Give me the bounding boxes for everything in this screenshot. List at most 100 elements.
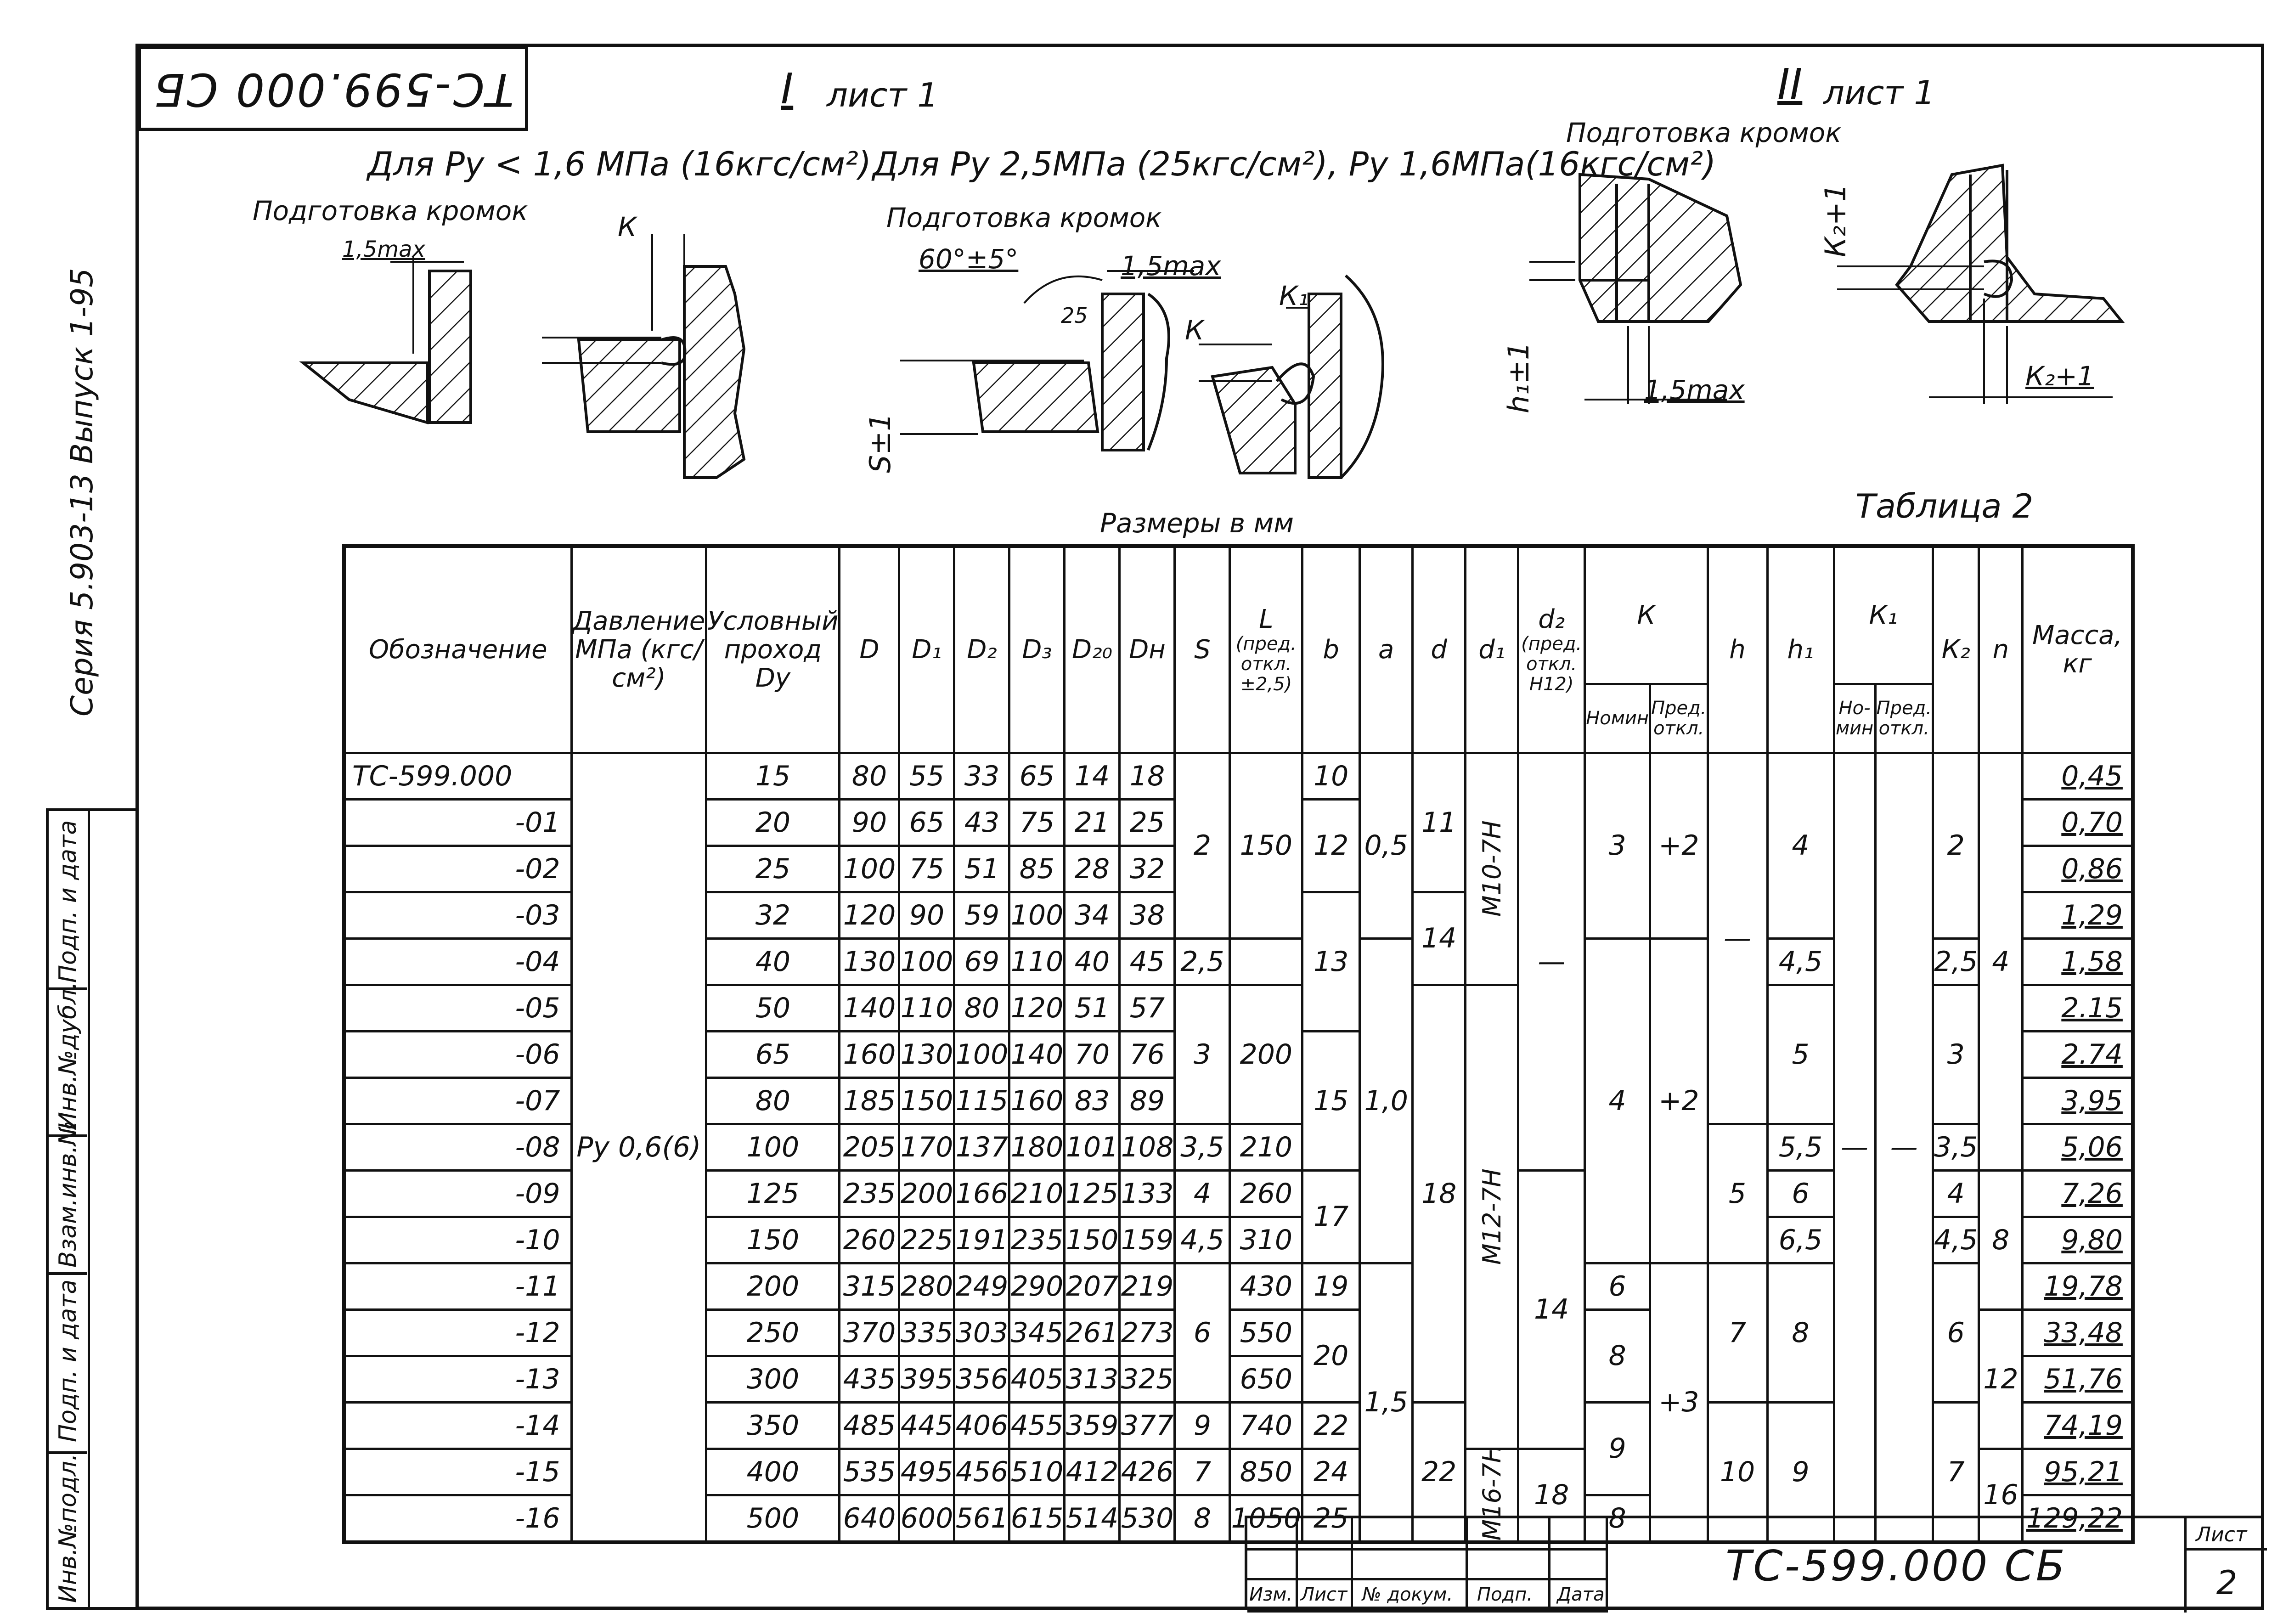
cell-DH: 530 bbox=[1118, 1494, 1176, 1543]
cell-designation: -15 bbox=[343, 1447, 573, 1496]
cell-dy: 300 bbox=[705, 1354, 841, 1404]
cell-D3: 345 bbox=[1008, 1308, 1066, 1357]
cell-D1: 280 bbox=[898, 1262, 956, 1311]
cell-designation: -08 bbox=[343, 1122, 573, 1172]
cell-mass: 5,06 bbox=[2021, 1122, 2134, 1172]
cell-d2: 14 bbox=[1517, 1169, 1586, 1450]
cell-D: 90 bbox=[838, 798, 901, 847]
strip-inv-dup: Инв.№дубл. bbox=[54, 981, 82, 1130]
cell-mass: 2.74 bbox=[2021, 1030, 2134, 1079]
cell-D3: 120 bbox=[1008, 983, 1066, 1032]
cell-L: 210 bbox=[1229, 1122, 1304, 1172]
cell-D2: 561 bbox=[953, 1494, 1011, 1543]
cell-D1: 100 bbox=[898, 937, 956, 986]
tb-label-date: Дата bbox=[1557, 1584, 1605, 1605]
th-L-sub: (пред. откл. ±2,5) bbox=[1235, 633, 1297, 695]
cell-b: 13 bbox=[1301, 891, 1361, 1032]
cell-D: 370 bbox=[838, 1308, 901, 1357]
cell-D1: 335 bbox=[898, 1308, 956, 1357]
title-block: Изм. Лист № докум. Подп. Дата ТС-599.000… bbox=[1245, 1516, 2267, 1613]
cell-S: 2 bbox=[1173, 751, 1231, 940]
section-a-title: Для Ру < 1,6 МПа (16кгс/см²) bbox=[367, 145, 871, 183]
cell-designation: -11 bbox=[343, 1262, 573, 1311]
cell-D3: 180 bbox=[1008, 1122, 1066, 1172]
cell-designation: -06 bbox=[343, 1030, 573, 1079]
cell-D20: 83 bbox=[1063, 1076, 1121, 1125]
tb-sheet-no: 2 bbox=[2216, 1563, 2238, 1602]
cell-S: 4 bbox=[1173, 1169, 1231, 1218]
cell-dy: 350 bbox=[705, 1401, 841, 1450]
cell-L: 150 bbox=[1229, 751, 1304, 940]
cell-b: 19 bbox=[1301, 1262, 1361, 1311]
cell-designation: -07 bbox=[343, 1076, 573, 1125]
cell-D1: 65 bbox=[898, 798, 956, 847]
cell-D1: 90 bbox=[898, 891, 956, 940]
view1-roman: I bbox=[781, 64, 794, 113]
cell-D3: 85 bbox=[1008, 844, 1066, 893]
th-n: n bbox=[1978, 545, 2024, 754]
cell-designation: -13 bbox=[343, 1354, 573, 1404]
cell-dy: 100 bbox=[705, 1122, 841, 1172]
cell-d2: 18 bbox=[1517, 1447, 1586, 1543]
cell-D3: 110 bbox=[1008, 937, 1066, 986]
cell-D: 315 bbox=[838, 1262, 901, 1311]
cell-dy: 25 bbox=[705, 844, 841, 893]
cell-DH: 38 bbox=[1118, 891, 1176, 940]
cell-D20: 40 bbox=[1063, 937, 1121, 986]
tb-code: ТС-599.000 СБ bbox=[1725, 1541, 2067, 1590]
cell-D20: 21 bbox=[1063, 798, 1121, 847]
th-k1-tol: Пред. откл. bbox=[1874, 682, 1934, 754]
cell-h1: 6,5 bbox=[1766, 1215, 1835, 1264]
cell-D: 185 bbox=[838, 1076, 901, 1125]
cell-k2: 3,5 bbox=[1931, 1122, 1980, 1172]
cell-D1: 150 bbox=[898, 1076, 956, 1125]
cell-designation: -03 bbox=[343, 891, 573, 940]
cell-h: 5 bbox=[1706, 1122, 1769, 1264]
cell-k2: 4,5 bbox=[1931, 1215, 1980, 1264]
cell-D20: 70 bbox=[1063, 1030, 1121, 1079]
cell-DH: 18 bbox=[1118, 751, 1176, 801]
cell-D: 485 bbox=[838, 1401, 901, 1450]
section-a-k: К bbox=[618, 211, 637, 242]
cell-designation: -10 bbox=[343, 1215, 573, 1264]
cell-mass: 51,76 bbox=[2021, 1354, 2134, 1404]
cell-dy: 15 bbox=[705, 751, 841, 801]
cell-DH: 45 bbox=[1118, 937, 1176, 986]
cell-D20: 261 bbox=[1063, 1308, 1121, 1357]
cell-dy: 50 bbox=[705, 983, 841, 1032]
cell-D20: 313 bbox=[1063, 1354, 1121, 1404]
cell-D2: 249 bbox=[953, 1262, 1011, 1311]
cell-D2: 115 bbox=[953, 1076, 1011, 1125]
cell-designation: -12 bbox=[343, 1308, 573, 1357]
cell-L: 260 bbox=[1229, 1169, 1304, 1218]
cell-L: 740 bbox=[1229, 1401, 1304, 1450]
cell-D1: 395 bbox=[898, 1354, 956, 1404]
th-pressure: Давление МПа (кгс/см²) bbox=[570, 545, 708, 754]
cell-mass: 1,58 bbox=[2021, 937, 2134, 986]
cell-dy: 65 bbox=[705, 1030, 841, 1079]
cell-b: 12 bbox=[1301, 798, 1361, 893]
cell-mass: 0,70 bbox=[2021, 798, 2134, 847]
cell-D2: 406 bbox=[953, 1401, 1011, 1450]
cell-D1: 75 bbox=[898, 844, 956, 893]
cell-DH: 159 bbox=[1118, 1215, 1176, 1264]
cell-DH: 89 bbox=[1118, 1076, 1176, 1125]
cell-D1: 55 bbox=[898, 751, 956, 801]
cell-S: 6 bbox=[1173, 1262, 1231, 1404]
cell-b: 17 bbox=[1301, 1169, 1361, 1264]
table-title: Таблица 2 bbox=[1855, 487, 2034, 525]
cell-D20: 28 bbox=[1063, 844, 1121, 893]
cell-DH: 57 bbox=[1118, 983, 1176, 1032]
cell-mass: 3,95 bbox=[2021, 1076, 2134, 1125]
cell-D3: 615 bbox=[1008, 1494, 1066, 1543]
th-D20: D₂₀ bbox=[1063, 545, 1121, 754]
cell-designation: -14 bbox=[343, 1401, 573, 1450]
th-k1-nom: Но-мин bbox=[1832, 682, 1877, 754]
table-units: Размеры в мм bbox=[1100, 508, 1294, 539]
